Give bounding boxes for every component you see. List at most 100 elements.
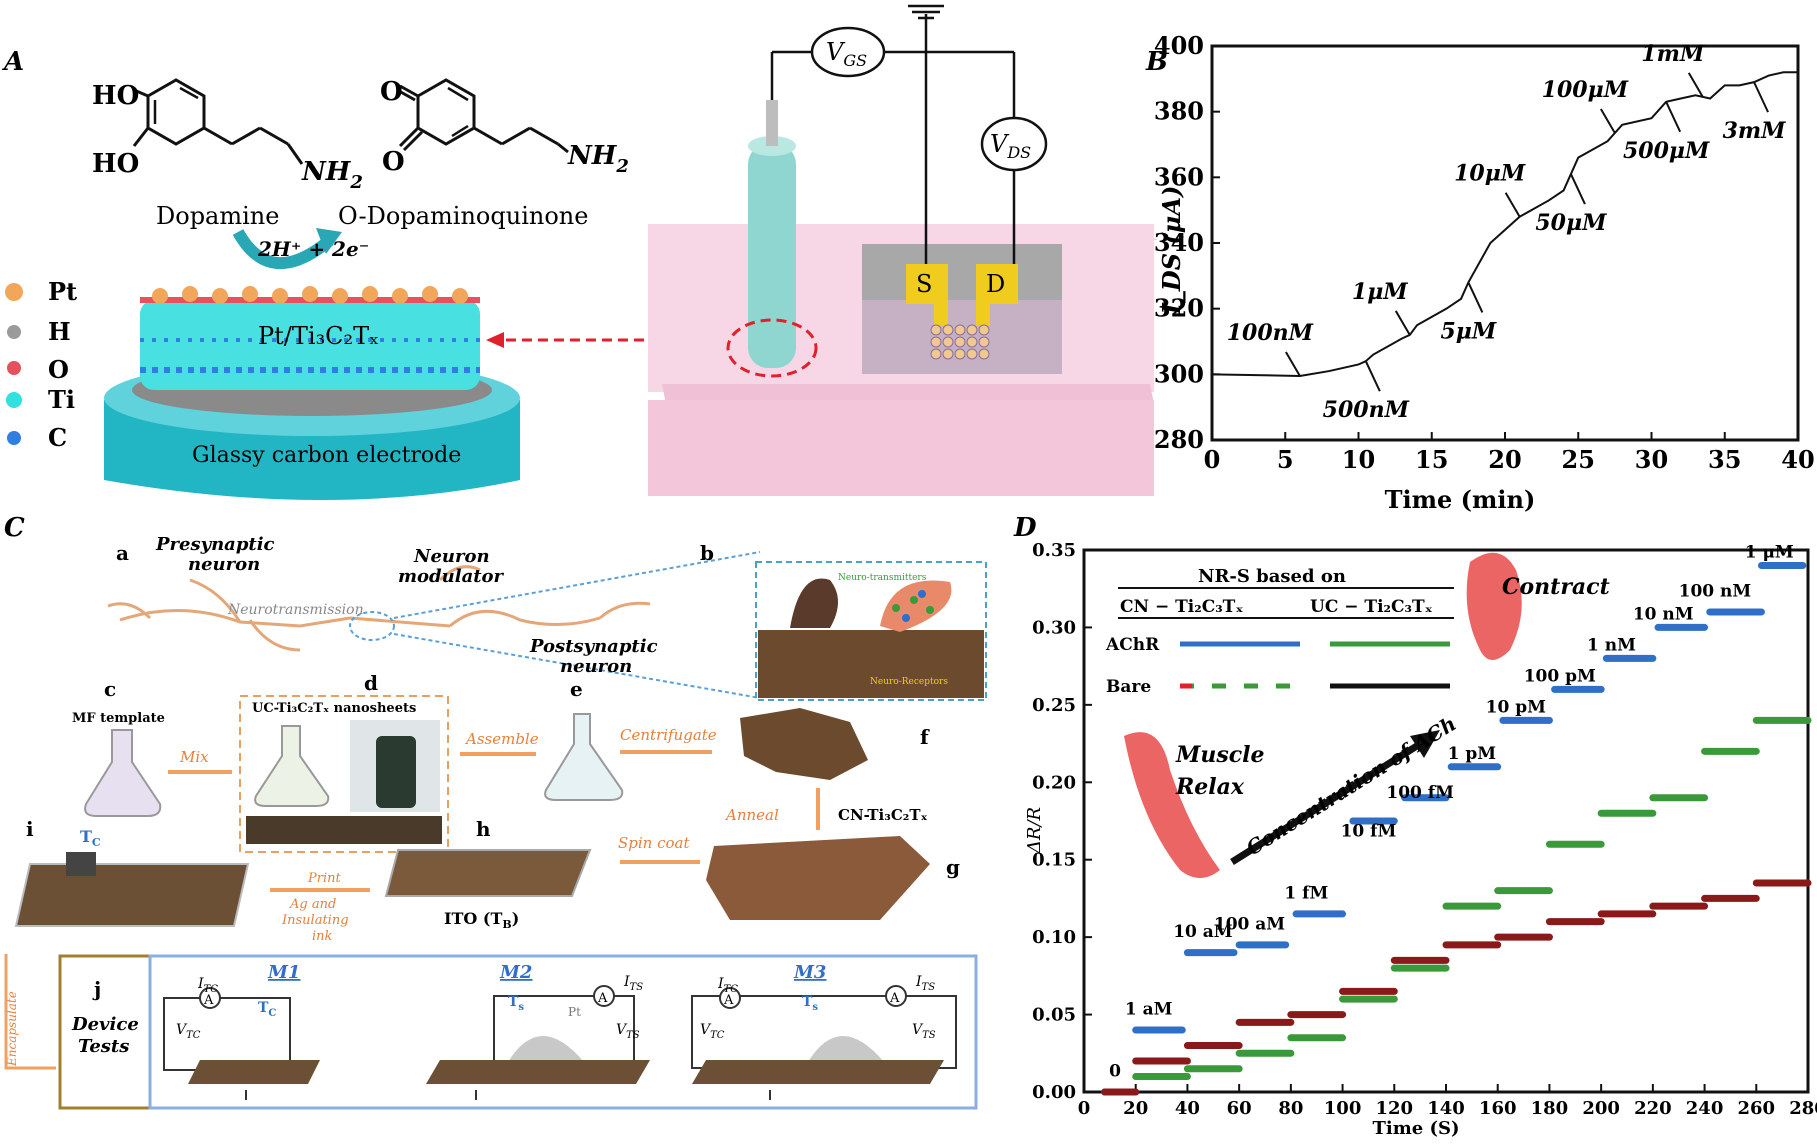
dopamine-ho-bottom: HO xyxy=(92,149,139,179)
sub-g: g xyxy=(946,855,960,879)
chart-b-annotation: 10μM xyxy=(1454,161,1526,187)
layer-label: Pt/Ti₃C₂Tₓ xyxy=(258,322,379,350)
chart-d-ytick-label: 0.30 xyxy=(1032,617,1076,638)
chart-b-annotation: 5μM xyxy=(1440,318,1496,344)
chart-d-xtick-label: 180 xyxy=(1531,1098,1569,1119)
chart-b-frame xyxy=(1210,44,1800,442)
chart-d-xtick-label: 80 xyxy=(1278,1098,1303,1119)
chart-d-frame xyxy=(1082,548,1810,1094)
svg-text:A: A xyxy=(597,991,608,1006)
svg-text:Pt: Pt xyxy=(568,1005,581,1019)
reaction-label: 2H⁺ + 2e⁻ xyxy=(257,237,369,261)
legend-c: C xyxy=(48,423,67,452)
chart-d-concentration-label: 1 nM xyxy=(1587,636,1636,656)
muscle-contract-image xyxy=(1466,552,1522,660)
reaction-arrowhead xyxy=(316,228,342,254)
drain-label: D xyxy=(986,270,1005,298)
chart-b-xtick-label: 0 xyxy=(1204,445,1221,474)
chart-b-xlabel: Time (min) xyxy=(1385,485,1536,514)
chart-b-annotation: 1μM xyxy=(1352,279,1408,305)
chart-d-ytick-label: 0.20 xyxy=(1032,772,1076,793)
svg-text:M2: M2 xyxy=(499,962,532,983)
assemble-label: Assemble xyxy=(464,730,539,748)
legend-ti: Ti xyxy=(48,385,75,414)
m1-circuit: M1 A ITC VTC TC xyxy=(163,962,320,1100)
chart-d-xtick-label: 40 xyxy=(1175,1098,1200,1119)
chart-b-annotation-pointer xyxy=(1665,101,1682,133)
chart-d-concentration-label: 100 aM xyxy=(1214,914,1285,934)
chart-b-xtick-label: 40 xyxy=(1781,445,1814,474)
sub-f: f xyxy=(920,725,930,749)
chart-b-ytick-label: 300 xyxy=(1154,359,1204,388)
gate-electrode xyxy=(726,100,818,378)
print-label-4: ink xyxy=(312,929,333,944)
svg-text:VTS: VTS xyxy=(912,1022,936,1041)
chart-d-xtick-label: 20 xyxy=(1123,1098,1148,1119)
chart-d-xtick-label: 120 xyxy=(1375,1098,1413,1119)
svg-text:VTS: VTS xyxy=(616,1022,640,1041)
chart-d-concentration-label: 1 fM xyxy=(1284,883,1328,903)
source-label: S xyxy=(916,270,932,298)
vds-meter: VDS xyxy=(980,116,1048,172)
contract-label: Contract xyxy=(1502,574,1610,600)
neuro-transmitters-label: Neuro-transmitters xyxy=(838,573,927,583)
chart-b-annotation: 100μM xyxy=(1542,77,1629,103)
panel-d-label: D xyxy=(1013,513,1037,543)
chart-b-ylabel: I_DS (μA) xyxy=(1157,186,1186,316)
chart-d-ytick-label: 0.35 xyxy=(1032,540,1076,561)
legend-h: H xyxy=(48,317,71,346)
sub-a: a xyxy=(116,541,129,565)
chart-d-concentration-label: 100 nM xyxy=(1679,581,1752,601)
spin-coat-label: Spin coat xyxy=(618,834,690,852)
chart-b-xtick-label: 10 xyxy=(1342,445,1375,474)
svg-text:A: A xyxy=(203,993,214,1008)
chart-b-annotation: 500nM xyxy=(1323,397,1410,423)
flask-e xyxy=(544,713,624,801)
chart-d-concentration-label: 100 pM xyxy=(1524,667,1596,687)
svg-text:ITC: ITC xyxy=(197,976,218,995)
chart-d-xtick-label: 100 xyxy=(1324,1098,1362,1119)
legend-row-bare: Bare xyxy=(1106,677,1151,697)
m3-circuit: M3 A A ITC ITS VTC VTS Ts xyxy=(691,962,957,1100)
print-label-2: Ag and xyxy=(289,897,336,912)
chart-d-xlabel: Time (S) xyxy=(1372,1118,1459,1139)
chart-b-annotation-pointer xyxy=(1364,360,1381,392)
sub-i: i xyxy=(26,817,34,841)
dopamine-label: Dopamine xyxy=(156,202,279,230)
chart-b-xtick-label: 5 xyxy=(1277,445,1294,474)
postsynaptic-label: Postsynaptic xyxy=(529,636,658,657)
modulator-label-2: modulator xyxy=(398,566,505,587)
sub-e: e xyxy=(570,677,583,701)
svg-text:Ts: Ts xyxy=(508,994,524,1013)
encapsulate-label: Encapsulate xyxy=(5,991,19,1067)
svg-text:Ts: Ts xyxy=(802,994,818,1013)
svg-text:A: A xyxy=(889,991,900,1006)
chart-b-ytick-label: 380 xyxy=(1154,97,1204,126)
quinone-o-bottom: O xyxy=(382,147,405,177)
chart-d-concentration-label: 100 fM xyxy=(1386,783,1454,803)
panel-a: A HO HO NH2 O O NH2 Dopamine O-Dopaminoq… xyxy=(1,4,1158,500)
synapse-marker xyxy=(349,611,395,641)
sheets-g xyxy=(706,836,930,920)
chart-d-concentration-label: 1 pM xyxy=(1448,744,1497,764)
presynaptic-label: Presynaptic xyxy=(155,534,275,555)
chart-b-annotation-pointer xyxy=(1394,310,1411,336)
chart-b-xtick-label: 25 xyxy=(1562,445,1595,474)
tc-label: TC xyxy=(80,827,101,849)
chart-d-xtick-label: 60 xyxy=(1227,1098,1252,1119)
svg-text:VDS: VDS xyxy=(990,130,1031,162)
reaction-arrow xyxy=(232,228,334,269)
print-label: Print xyxy=(307,871,341,886)
panel-c: C a Presynaptic neuron Neuron modulator … xyxy=(4,513,987,1110)
chart-d-xtick-label: 140 xyxy=(1427,1098,1465,1119)
svg-text:TC: TC xyxy=(258,1000,276,1019)
gate-highlight xyxy=(726,318,818,378)
svg-text:ITC: ITC xyxy=(717,976,738,995)
chart-d-concentration-label: 10 fM xyxy=(1341,821,1397,841)
neuro-receptors-label: Neuro-Receptors xyxy=(870,677,948,687)
legend-o: O xyxy=(48,355,69,384)
chart-d-concentration-label: 0 xyxy=(1109,1062,1121,1082)
dopamine-structure: HO HO NH2 xyxy=(92,78,363,193)
